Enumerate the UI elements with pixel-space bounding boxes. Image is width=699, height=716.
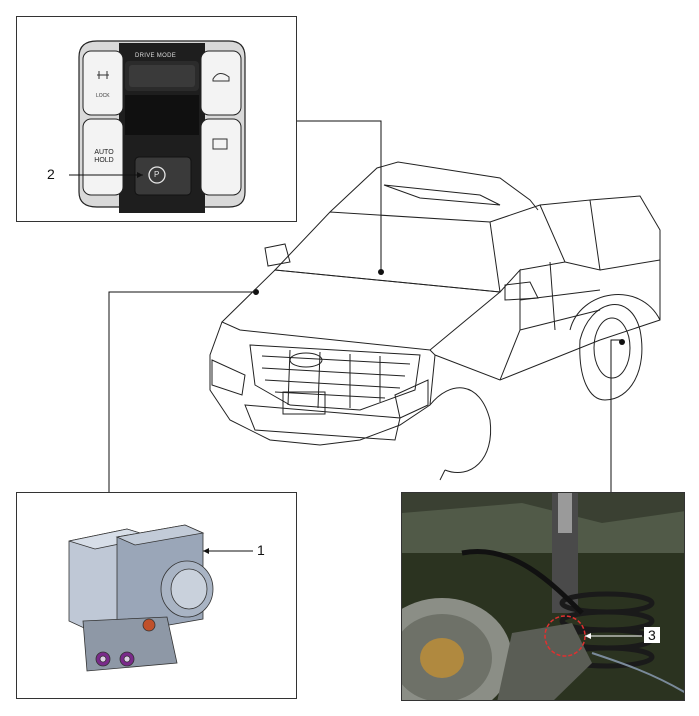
leader-abs: [108, 291, 256, 492]
hold-label: HOLD: [94, 157, 114, 164]
auto-label: AUTO: [94, 149, 114, 156]
wheel-sensor-photo-panel: 3: [401, 492, 685, 701]
leader-console: [297, 120, 382, 272]
leader-wheel: [610, 339, 622, 492]
auto-hold-label: AUTO HOLD: [93, 149, 115, 165]
callout-1: 1: [257, 542, 265, 558]
rear-suspension-photo: [402, 493, 684, 700]
drive-mode-label: DRIVE MODE: [135, 53, 177, 59]
abs-module-illustration: [68, 524, 253, 672]
callout-2: 2: [47, 166, 55, 182]
parking-switch-panel: DRIVE MODE LOCK AUTO HOLD P 2: [16, 16, 297, 222]
dot-windshield: [378, 269, 384, 275]
abs-module-panel: 1: [16, 492, 297, 699]
lock-label: LOCK: [96, 93, 110, 99]
callout-3: 3: [648, 627, 656, 643]
dot-rear-wheel: [619, 339, 625, 345]
center-console-illustration: [69, 40, 246, 213]
park-symbol: P: [154, 170, 160, 179]
